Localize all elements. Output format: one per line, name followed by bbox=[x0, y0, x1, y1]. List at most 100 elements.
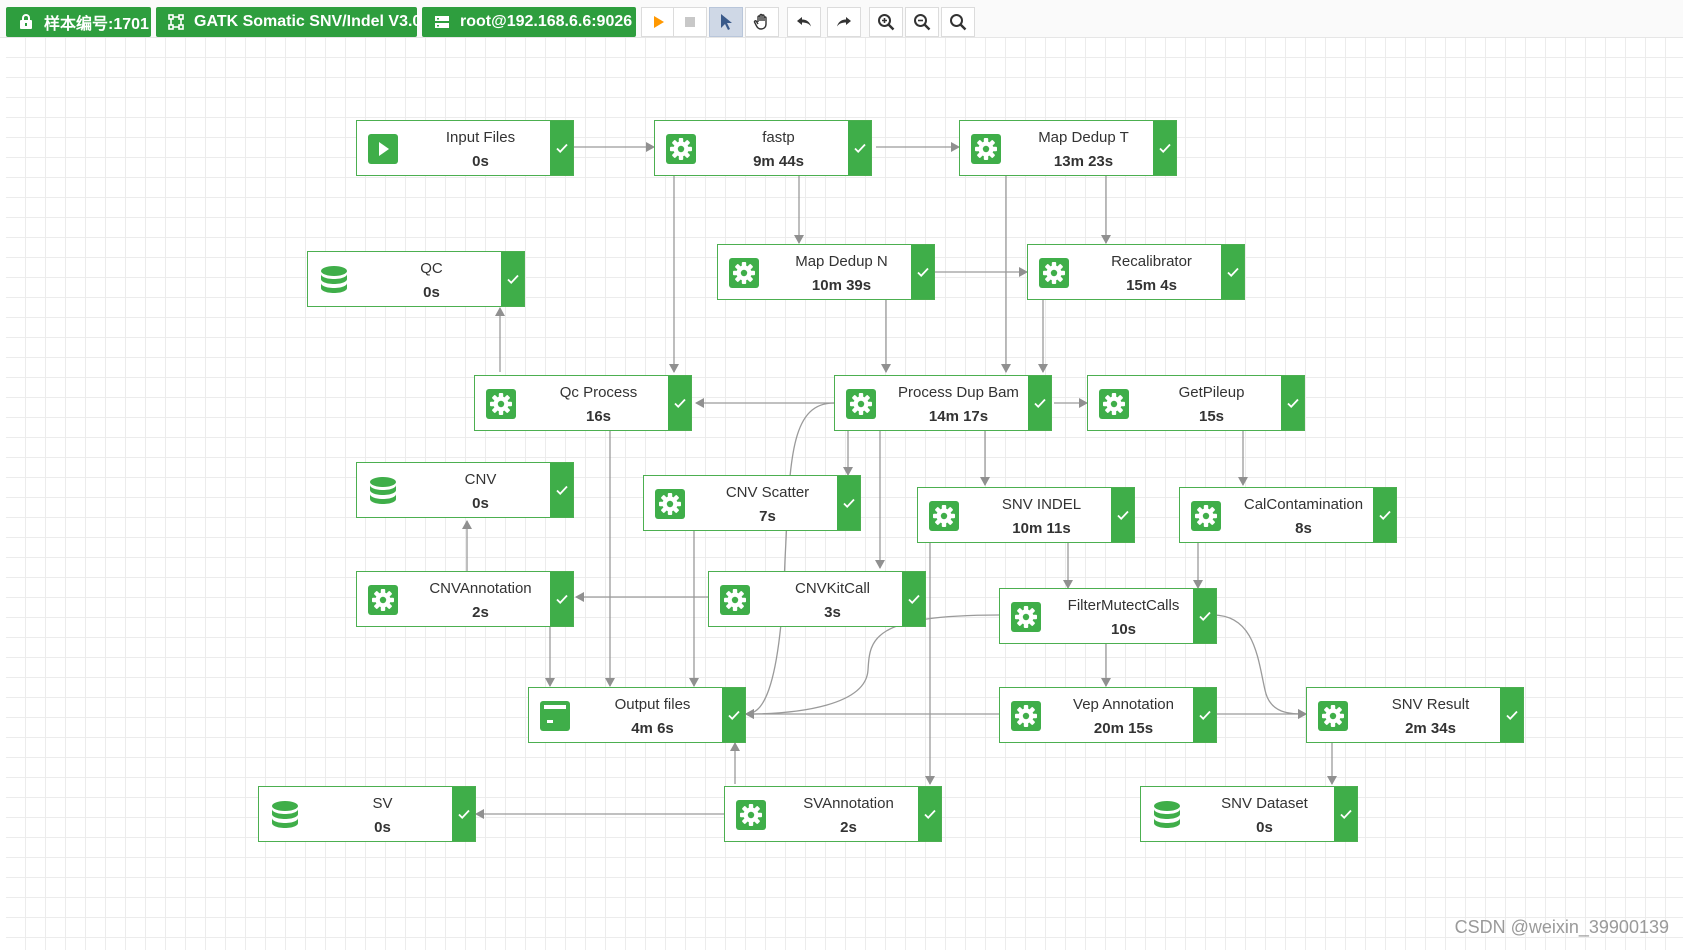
status-check bbox=[902, 572, 925, 626]
node-time: 0s bbox=[1256, 819, 1273, 836]
check-icon bbox=[555, 143, 568, 153]
status-check bbox=[1153, 121, 1176, 175]
database-icon bbox=[370, 477, 396, 504]
pipeline-tag[interactable]: GATK Somatic SNV/Indel V3.0 bbox=[156, 7, 421, 37]
node-process-dup-bam[interactable]: Process Dup Bam 14m 17s bbox=[834, 375, 1052, 431]
pointer-icon bbox=[721, 14, 732, 30]
node-label: SNV INDEL bbox=[1001, 496, 1082, 513]
node-time: 8s bbox=[1295, 520, 1312, 537]
node-time: 14m 17s bbox=[928, 408, 989, 425]
status-check bbox=[911, 245, 934, 299]
check-icon bbox=[727, 710, 740, 720]
check-icon bbox=[842, 498, 855, 508]
node-cnvkitcall[interactable]: CNVKitCall 3s bbox=[708, 571, 926, 627]
zoom-in-icon bbox=[878, 14, 895, 31]
gear-icon bbox=[1011, 701, 1041, 731]
node-vep-annotation[interactable]: Vep Annotation 20m 15s bbox=[999, 687, 1217, 743]
node-time: 10m 11s bbox=[1012, 520, 1071, 537]
node-label: Process Dup Bam bbox=[898, 384, 1019, 401]
status-check bbox=[1221, 245, 1244, 299]
node-input-files[interactable]: Input Files 0s bbox=[356, 120, 574, 176]
node-map-dedup-t[interactable]: Map Dedup T 13m 23s bbox=[959, 120, 1177, 176]
gear-icon bbox=[846, 389, 876, 419]
gear-icon bbox=[666, 134, 696, 164]
search-button[interactable] bbox=[941, 7, 975, 37]
check-icon bbox=[1339, 809, 1352, 819]
stop-button[interactable] bbox=[673, 7, 707, 37]
node-time: 0s bbox=[472, 495, 489, 512]
node-time: 15s bbox=[1198, 408, 1225, 425]
run-button[interactable] bbox=[641, 7, 675, 37]
node-cnv[interactable]: CNV 0s bbox=[356, 462, 574, 518]
server-tag[interactable]: root@192.168.6.6:9026 bbox=[422, 7, 636, 37]
node-time: 2s bbox=[472, 604, 489, 621]
server-tag-label: root@192.168.6.6:9026 bbox=[460, 13, 633, 30]
node-time: 7s bbox=[759, 508, 776, 525]
node-snv-indel[interactable]: SNV INDEL 10m 11s bbox=[917, 487, 1135, 543]
status-check bbox=[722, 688, 745, 742]
check-icon bbox=[1198, 611, 1211, 621]
node-qc-process[interactable]: Qc Process 16s bbox=[474, 375, 692, 431]
node-label: FilterMutectCalls bbox=[1067, 597, 1180, 614]
node-qc[interactable]: QC 0s bbox=[307, 251, 525, 307]
status-check bbox=[452, 787, 475, 841]
check-icon bbox=[555, 594, 568, 604]
status-check bbox=[1281, 376, 1304, 430]
node-snv-result[interactable]: SNV Result 2m 34s bbox=[1306, 687, 1524, 743]
node-label: CNV Scatter bbox=[725, 484, 810, 501]
status-check bbox=[918, 787, 941, 841]
status-check bbox=[848, 121, 871, 175]
node-time: 3s bbox=[824, 604, 841, 621]
undo-icon bbox=[797, 17, 811, 27]
zoom-in-button[interactable] bbox=[869, 7, 903, 37]
node-time: 13m 23s bbox=[1053, 153, 1114, 170]
node-snv-dataset[interactable]: SNV Dataset 0s bbox=[1140, 786, 1358, 842]
node-label: SNV Result bbox=[1391, 696, 1470, 713]
lock-icon bbox=[20, 14, 32, 29]
node-map-dedup-n[interactable]: Map Dedup N 10m 39s bbox=[717, 244, 935, 300]
node-cnv-scatter[interactable]: CNV Scatter 7s bbox=[643, 475, 861, 531]
gear-icon bbox=[1039, 258, 1069, 288]
node-sv[interactable]: SV 0s bbox=[258, 786, 476, 842]
node-time: 9m 44s bbox=[753, 153, 804, 170]
node-filtermutectcalls[interactable]: FilterMutectCalls 10s bbox=[999, 588, 1217, 644]
node-svannotation[interactable]: SVAnnotation 2s bbox=[724, 786, 942, 842]
zoom-out-button[interactable] bbox=[905, 7, 939, 37]
node-time: 20m 15s bbox=[1093, 720, 1154, 737]
node-time: 15m 4s bbox=[1126, 277, 1177, 294]
node-time: 0s bbox=[374, 819, 391, 836]
hand-tool-button[interactable] bbox=[745, 7, 779, 37]
check-icon bbox=[1198, 710, 1211, 720]
node-label: CNVAnnotation bbox=[429, 580, 532, 597]
status-check bbox=[837, 476, 860, 530]
node-calcontamination[interactable]: CalContamination 8s bbox=[1179, 487, 1397, 543]
undo-button[interactable] bbox=[787, 7, 821, 37]
redo-button[interactable] bbox=[827, 7, 861, 37]
node-time: 2m 34s bbox=[1405, 720, 1456, 737]
check-icon bbox=[1378, 510, 1391, 520]
node-recalibrator[interactable]: Recalibrator 15m 4s bbox=[1027, 244, 1245, 300]
node-output-files[interactable]: Output files 4m 6s bbox=[528, 687, 746, 743]
status-check bbox=[1334, 787, 1357, 841]
play-icon bbox=[368, 134, 398, 164]
node-label: GetPileup bbox=[1178, 384, 1245, 401]
database-icon bbox=[272, 801, 298, 828]
gear-icon bbox=[1099, 389, 1129, 419]
node-getpileup[interactable]: GetPileup 15s bbox=[1087, 375, 1305, 431]
node-fastp[interactable]: fastp 9m 44s bbox=[654, 120, 872, 176]
gear-icon bbox=[729, 258, 759, 288]
database-icon bbox=[1154, 801, 1180, 828]
node-time: 10m 39s bbox=[811, 277, 872, 294]
pointer-tool-button[interactable] bbox=[709, 7, 743, 37]
status-check bbox=[501, 252, 524, 306]
node-label: Vep Annotation bbox=[1073, 696, 1174, 713]
node-label: Recalibrator bbox=[1111, 253, 1192, 270]
check-icon bbox=[1033, 398, 1046, 408]
node-label: Qc Process bbox=[559, 384, 638, 401]
run-icon bbox=[654, 16, 664, 28]
gear-icon bbox=[736, 800, 766, 830]
node-cnvannotation[interactable]: CNVAnnotation 2s bbox=[356, 571, 574, 627]
node-label: Input Files bbox=[445, 129, 516, 146]
sample-tag[interactable]: 样本编号:1701 bbox=[6, 7, 151, 37]
node-label: Map Dedup N bbox=[795, 253, 888, 270]
